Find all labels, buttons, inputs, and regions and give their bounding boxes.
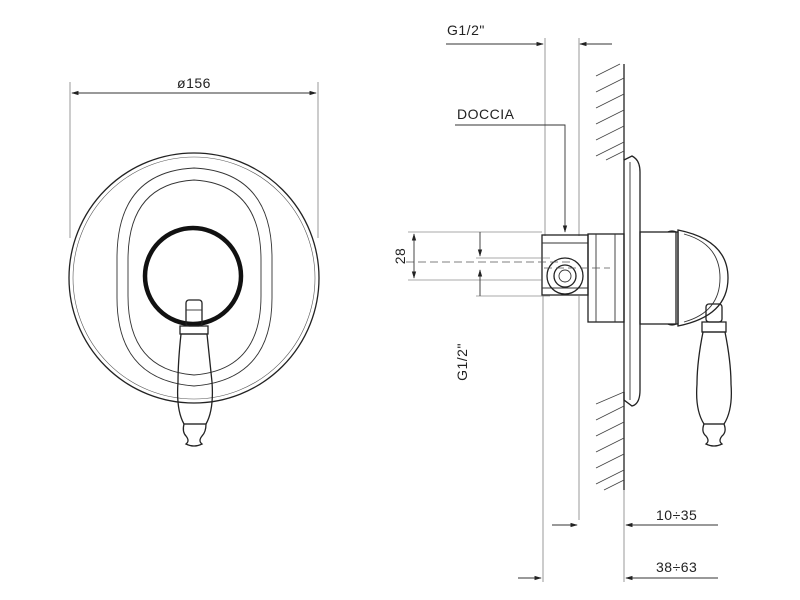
- height-label: 28: [392, 248, 408, 265]
- inlet-side-dimension: G1/2": [454, 232, 550, 381]
- outlet-label-group: DOCCIA: [455, 106, 568, 233]
- height-dimension: 28: [392, 231, 542, 281]
- cover-plate-side: [623, 155, 641, 407]
- oval-bezel-inner: [127, 179, 262, 376]
- depth-small-dimension: 10÷35: [552, 507, 718, 528]
- handle-hub: [639, 229, 729, 327]
- inlet-side-label: G1/2": [454, 343, 470, 381]
- outlet-label: DOCCIA: [457, 106, 515, 122]
- lever-handle-front: [176, 299, 214, 447]
- depth-large-label: 38÷63: [656, 559, 697, 575]
- inlet-port: [546, 257, 584, 295]
- cartridge-ring: [142, 225, 244, 327]
- depth-large-dimension: 38÷63: [518, 559, 718, 581]
- depth-small-label: 10÷35: [656, 507, 697, 523]
- diameter-dimension: ø156: [69, 75, 319, 238]
- cover-plate: [68, 152, 320, 404]
- lever-handle-side: [696, 303, 732, 447]
- diameter-label: ø156: [177, 75, 211, 91]
- front-view: ø156: [68, 75, 320, 447]
- wall: [595, 63, 625, 491]
- oval-bezel: [116, 167, 273, 387]
- inlet-top-label: G1/2": [447, 22, 485, 38]
- side-view: G1/2" DOCCIA: [392, 22, 732, 582]
- cover-plate-inner-ring: [72, 156, 316, 400]
- valve-body: [541, 233, 625, 323]
- inlet-top-dimension: G1/2": [446, 22, 612, 236]
